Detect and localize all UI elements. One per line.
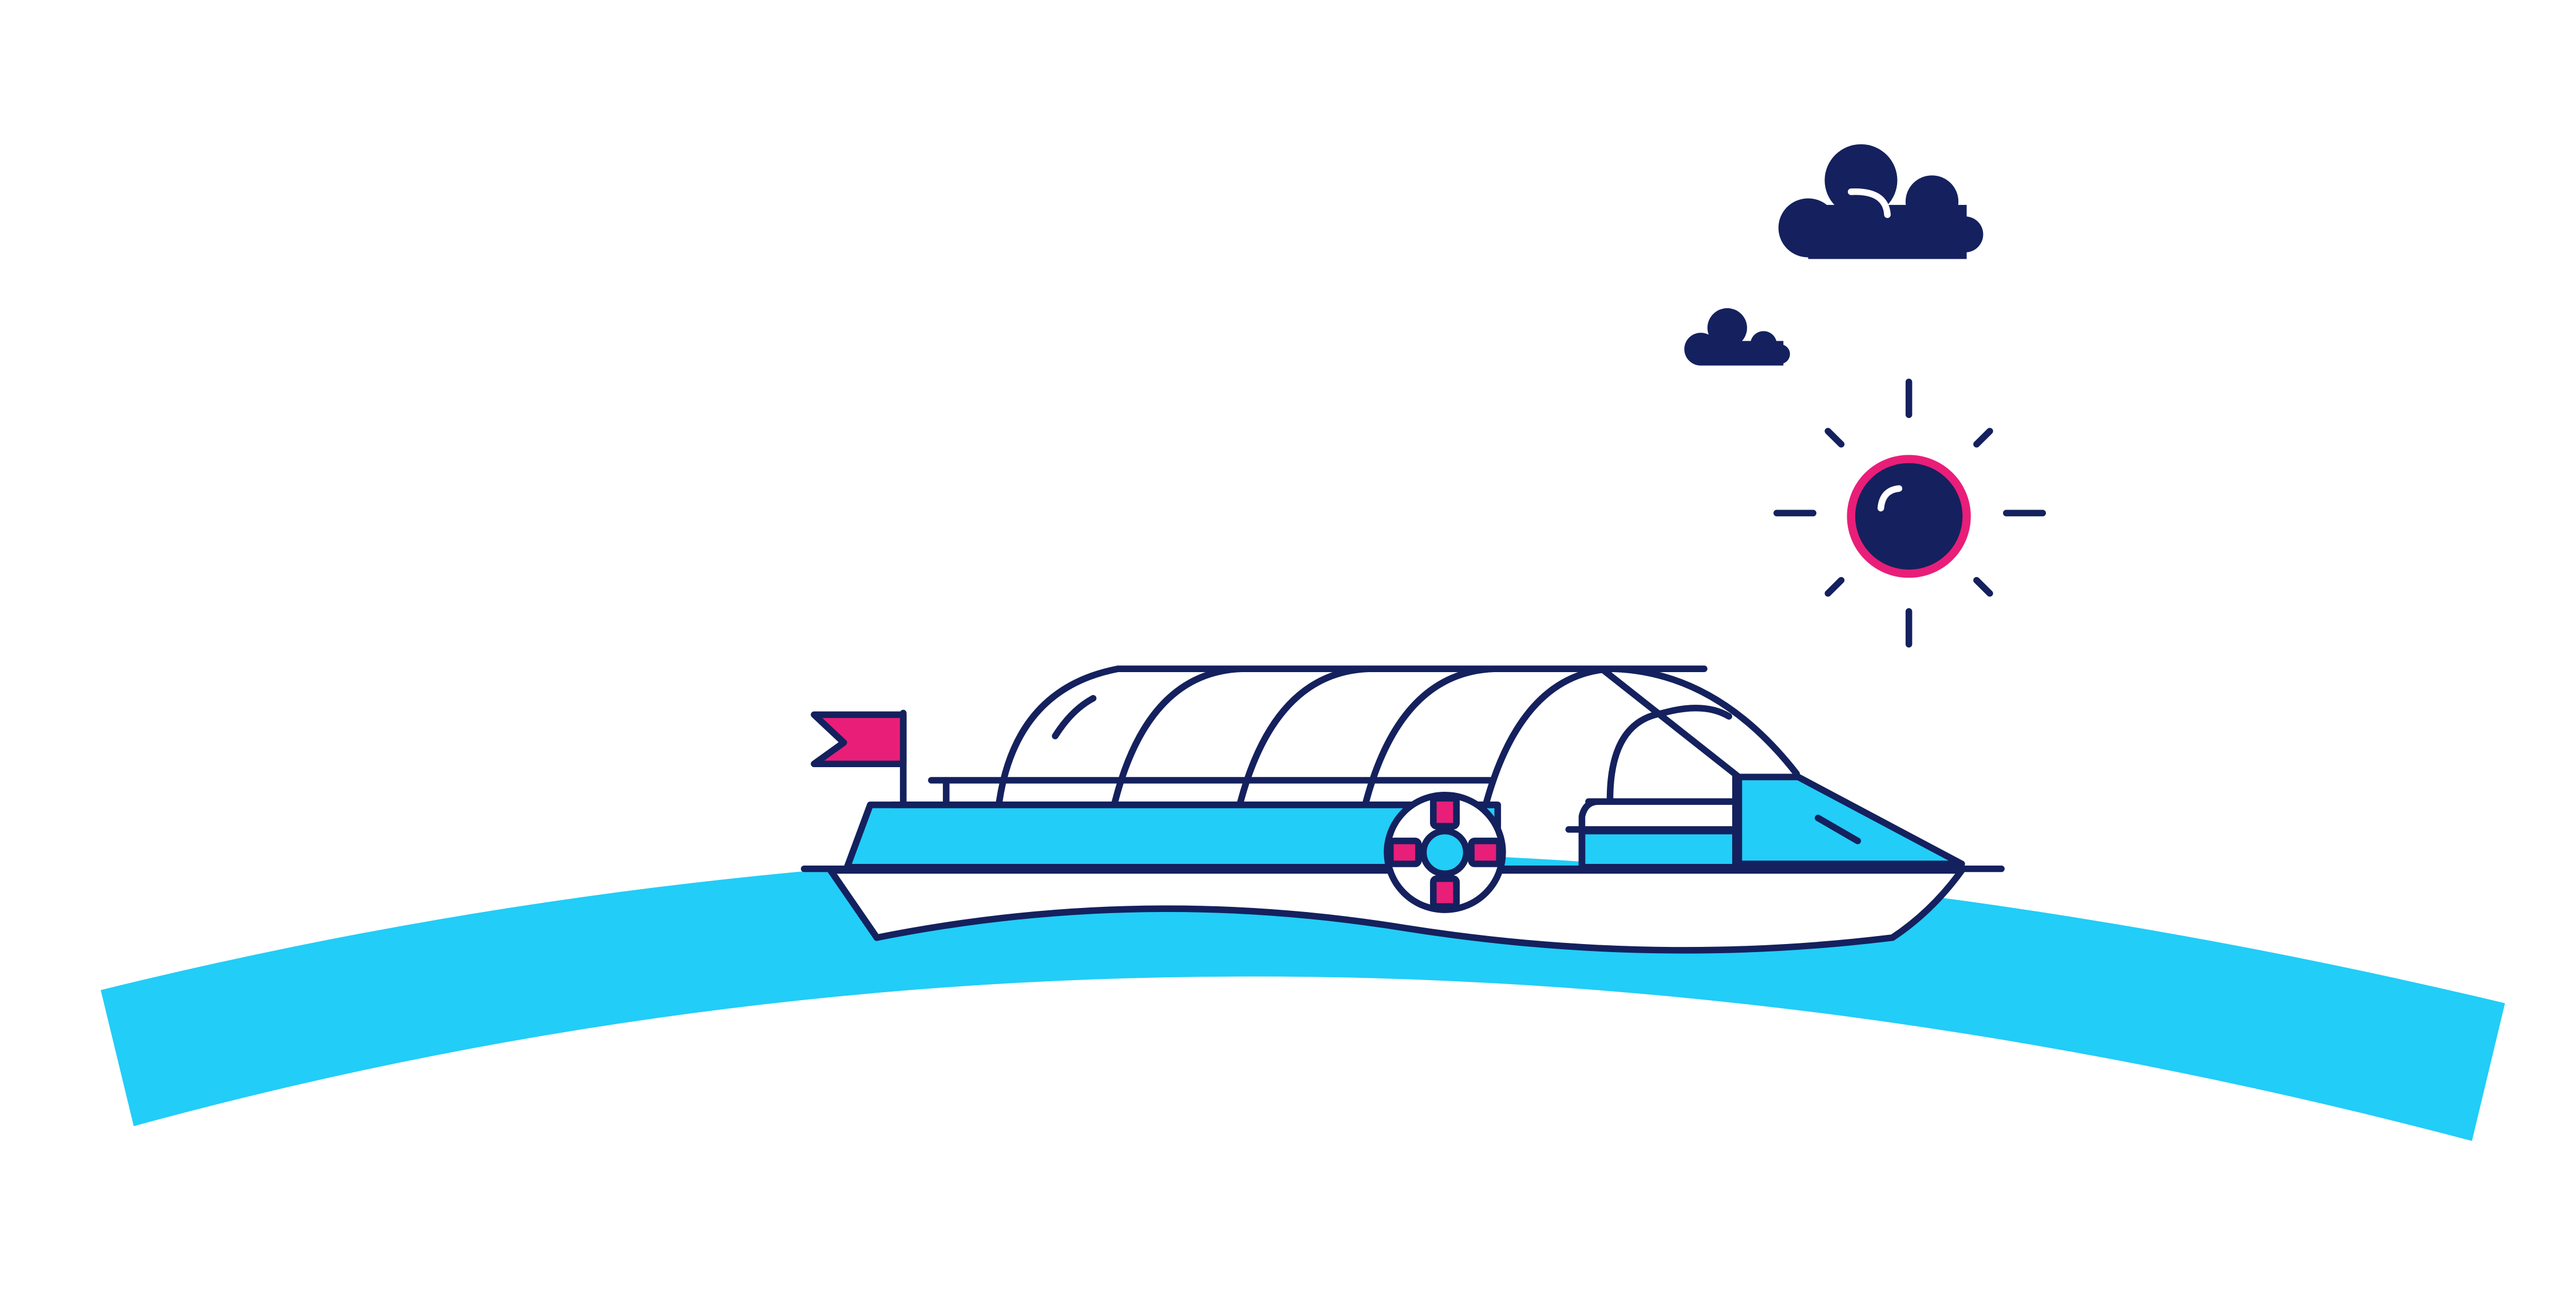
life-ring-band	[1430, 795, 1460, 830]
canopy	[995, 665, 1800, 871]
canopy-arch	[1362, 665, 1498, 807]
sun-ray	[1973, 577, 1993, 597]
canopy-strut	[1598, 665, 1743, 780]
flag	[811, 709, 907, 807]
large-cloud	[1778, 144, 1984, 259]
hull-bow-stroke	[827, 867, 880, 941]
sun	[1773, 378, 2046, 648]
side-window	[1578, 827, 1739, 871]
cabin-arch	[1606, 705, 1732, 804]
canopy-arch	[1111, 665, 1245, 807]
canopy-arch	[995, 665, 1121, 807]
life-ring-band	[1387, 838, 1422, 867]
canopy-arch	[1483, 665, 1617, 807]
small-cloud	[1684, 308, 1790, 366]
sun-core	[1847, 455, 1971, 578]
canopy-arch	[1236, 665, 1373, 807]
cloud-highlight	[1847, 188, 1891, 218]
sun-ray	[1824, 428, 1845, 448]
life-ring	[1384, 791, 1506, 913]
life-ring-inner	[1420, 827, 1470, 877]
life-ring-band	[1430, 875, 1460, 910]
canopy-highlight	[1052, 695, 1097, 740]
cabin-rail-end	[1578, 798, 1602, 871]
sun-ray	[1973, 428, 1993, 448]
sun-highlight	[1877, 485, 1903, 512]
boat-hull	[827, 867, 1965, 954]
life-ring-band	[1468, 838, 1503, 867]
front-cabin	[1735, 773, 1965, 867]
sun-ray	[1824, 577, 1845, 597]
canopy-front-curve	[1610, 665, 1800, 777]
flag-cloth	[811, 711, 907, 768]
boat	[801, 665, 2005, 954]
windshield-glint	[1815, 815, 1861, 844]
